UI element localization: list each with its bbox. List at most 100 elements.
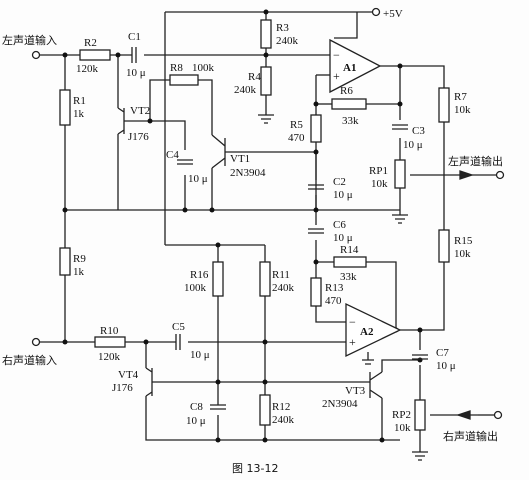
vt2-value: J176 [128,131,149,143]
r3-ref: R3 [276,22,289,34]
junction [62,339,68,345]
capacitor-c1 [131,47,137,63]
r13-ref: R13 [325,282,344,294]
r16-value: 100k [184,282,207,294]
resistor-r2 [79,49,111,61]
r10-value: 120k [98,351,121,363]
r1-ref: R1 [73,95,86,107]
c4-value: 10 μ [188,173,208,185]
capacitors [131,47,428,410]
ground-icon [412,451,428,461]
c1-ref: C1 [128,31,141,43]
c7-value: 10 μ [436,360,456,372]
ground-symbols [258,114,428,461]
r15-ref: R15 [454,235,473,247]
c1-value: 10 μ [126,67,146,79]
r5-value: 470 [288,132,305,144]
resistors [59,19,450,431]
resistor-r13 [310,277,322,307]
c7-ref: C7 [436,347,449,359]
resistor-r11 [259,261,271,297]
junction [215,242,221,248]
terminals [31,7,505,420]
junction [209,207,215,213]
r8-ref: R8 [170,62,183,74]
junction [263,52,269,58]
rp2-value: 10k [394,422,411,434]
junction [379,437,385,443]
c5-ref: C5 [172,321,185,333]
wire-vt2-gate [124,79,170,122]
capacitor-c3 [392,124,408,130]
r11-value: 240k [272,282,295,294]
ground-icon [362,352,374,365]
left-input-label: 左声道输入 [2,33,57,47]
r7-ref: R7 [454,91,467,103]
junction [417,327,423,333]
capacitor-c5 [175,334,181,350]
transistor-vt2 [117,107,125,135]
r3-value: 240k [276,35,299,47]
figure-caption: 图 13-12 [232,462,278,475]
junction [262,339,268,345]
r9-ref: R9 [73,253,86,265]
c8-ref: C8 [190,401,203,413]
vt1-value: 2N3904 [230,167,266,179]
wire-a1-vcc [334,12,358,39]
wire-r8-vt1 [198,79,213,135]
labels: 左声道输入 右声道输入 左声道输出 右声道输出 +5V 图 13-12 A1 A… [2,8,503,475]
c5-value: 10 μ [190,349,210,361]
arrow-left-out-icon [459,170,475,180]
ground-icon [392,214,408,224]
junction [263,9,269,15]
opamp-a2-label: A2 [360,326,374,338]
wire-bottom-bus [145,396,400,441]
junction [147,118,153,124]
supply-terminal [371,7,381,17]
c3-ref: C3 [412,125,425,137]
r1-value: 1k [73,108,85,120]
opamp-a2: − + [345,302,402,358]
capacitor-c6 [308,228,324,234]
r7-value: 10k [454,104,471,116]
right-input-terminal [31,337,41,347]
r11-ref: R11 [272,269,290,281]
svg-text:−: − [333,48,340,62]
r15-value: 10k [454,248,471,260]
resistor-r16 [212,261,224,297]
potentiometer-rp1 [394,159,406,189]
wire-vt3-collector [381,359,420,372]
capacitor-c7 [412,354,428,360]
wire-r15-a2out [400,262,445,331]
junction [313,149,319,155]
resistor-r7 [438,87,450,123]
r6-value: 33k [342,115,359,127]
vt3-value: 2N3904 [322,398,358,410]
c4-ref: C4 [166,149,179,161]
resistor-r8 [169,74,199,86]
vt2-ref: VT2 [130,105,150,117]
junction [397,101,403,107]
junctions [62,9,423,443]
r12-value: 240k [272,414,295,426]
r4-value: 240k [234,84,257,96]
c8-value: 10 μ [186,415,206,427]
wire-a1-out [380,65,445,88]
resistor-r4 [260,66,272,96]
opamp-a1: − + [329,38,382,94]
r6-ref: R6 [340,85,353,97]
resistor-r6 [331,98,367,110]
junction [215,379,221,385]
junction [215,437,221,443]
c6-ref: C6 [333,219,346,231]
junction [397,63,403,69]
vt1-ref: VT1 [230,153,250,165]
svg-text:−: − [349,315,356,329]
svg-text:+: + [333,69,340,83]
r4-ref: R4 [248,71,261,83]
transistor-vt1 [211,134,226,169]
c2-ref: C2 [333,176,346,188]
transistor-vt4 [145,367,153,397]
